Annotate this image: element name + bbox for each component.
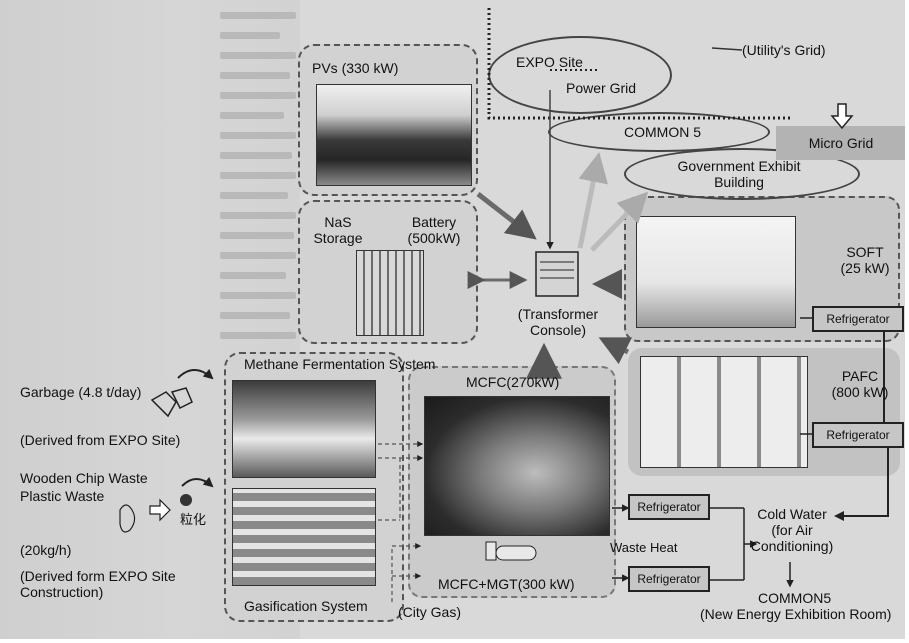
hollow-arrow-icon (149, 498, 171, 522)
nas-battery-photo (356, 250, 424, 336)
gov-exhibit-line1: Government Exhibit (677, 158, 801, 174)
pv-array-photo (316, 84, 472, 186)
transformer-line1: (Transformer (517, 306, 599, 322)
micro-grid-arrow (830, 103, 854, 130)
utility-grid-leader (711, 47, 743, 51)
expo-site-label: EXPO Site (516, 54, 583, 70)
utility-grid-dotted-horizontal (487, 112, 792, 120)
pvs-label: PVs (330 kW) (312, 60, 399, 76)
nas-storage-label: NaS Storage (310, 214, 366, 246)
utility-grid-label: (Utility's Grid) (742, 42, 826, 58)
mcfc-mgt-label: MCFC+MGT(300 kW) (438, 576, 575, 592)
new-energy-room-label: (New Energy Exhibition Room) (700, 606, 892, 622)
battery-line2: (500kW) (407, 230, 461, 246)
methane-fermentation-photo (232, 380, 376, 478)
wood-chip-flow-icon (181, 476, 214, 488)
derived-construction-line2: Construction) (20, 584, 104, 600)
common5-top-label: COMMON 5 (624, 124, 701, 140)
cold-water-line3: Conditioning) (750, 538, 834, 554)
soft-photo (636, 216, 796, 328)
refrigerator-pafc: Refrigerator (812, 422, 904, 448)
pafc-line1: PAFC (841, 368, 879, 384)
soft-label: SOFT (25 kW) (830, 244, 900, 276)
garbage-flow-icon (177, 368, 214, 380)
micro-grid-box: Micro Grid (776, 126, 906, 160)
city-gas-label: (City Gas) (398, 604, 461, 620)
nas-storage-line2: Storage (313, 230, 363, 246)
gov-exhibit-label: Government Exhibit Building (664, 158, 814, 190)
transformer-console-icon (535, 251, 579, 297)
granulate-label: 粒化 (180, 512, 207, 527)
wooden-chip-label: Wooden Chip Waste (20, 470, 148, 486)
cold-water-label: Cold Water (for Air Conditioning) (742, 506, 842, 554)
transformer-label: (Transformer Console) (506, 306, 610, 338)
plastic-waste-label: Plastic Waste (20, 488, 105, 504)
refrigerator-mcfc: Refrigerator (628, 494, 710, 520)
garbage-bag-icon (150, 387, 193, 418)
gov-exhibit-line2: Building (714, 174, 764, 190)
battery-label: Battery (500kW) (398, 214, 470, 246)
pellet-icon (180, 494, 192, 506)
rate-label: (20kg/h) (20, 542, 72, 558)
government-exhibit-ellipse (624, 148, 860, 200)
methane-label: Methane Fermentation System (244, 356, 436, 372)
pafc-line2: (800 kW) (831, 384, 889, 400)
cold-water-line1: Cold Water (757, 506, 827, 522)
scanned-page-background (0, 0, 300, 643)
cold-water-line2: (for Air (771, 522, 813, 538)
nas-storage-line1: NaS (324, 214, 352, 230)
common5-bottom-label: COMMON5 (758, 590, 832, 606)
waste-heat-label: Waste Heat (610, 540, 678, 555)
refrigerator-mcfc-mgt: Refrigerator (628, 566, 710, 592)
mcfc-label: MCFC(270kW) (466, 374, 560, 390)
transformer-line2: Console) (529, 322, 587, 338)
refrigerator-soft: Refrigerator (812, 306, 904, 332)
power-grid-label: Power Grid (566, 80, 637, 96)
soft-line2: (25 kW) (840, 260, 890, 276)
pafc-photo (640, 356, 808, 468)
common5-ellipse (548, 112, 770, 152)
derived-expo-label: (Derived from EXPO Site) (20, 432, 181, 448)
soft-line1: SOFT (846, 244, 884, 260)
mcfc-tank-photo (424, 396, 610, 536)
garbage-label: Garbage (4.8 t/day) (20, 384, 142, 400)
gasification-photo (232, 488, 376, 586)
derived-construction-label: (Derived form EXPO Site Construction) (20, 568, 176, 600)
gas-tank-icon (495, 545, 537, 561)
gasification-label: Gasification System (244, 598, 368, 614)
pafc-to-transformer-arrow (598, 337, 633, 365)
derived-construction-line1: (Derived form EXPO Site (20, 568, 176, 584)
pafc-label: PAFC (800 kW) (820, 368, 900, 400)
pv-to-transformer-arrow (476, 192, 537, 240)
waste-pile-icon (119, 504, 136, 533)
battery-line1: Battery (411, 214, 457, 230)
